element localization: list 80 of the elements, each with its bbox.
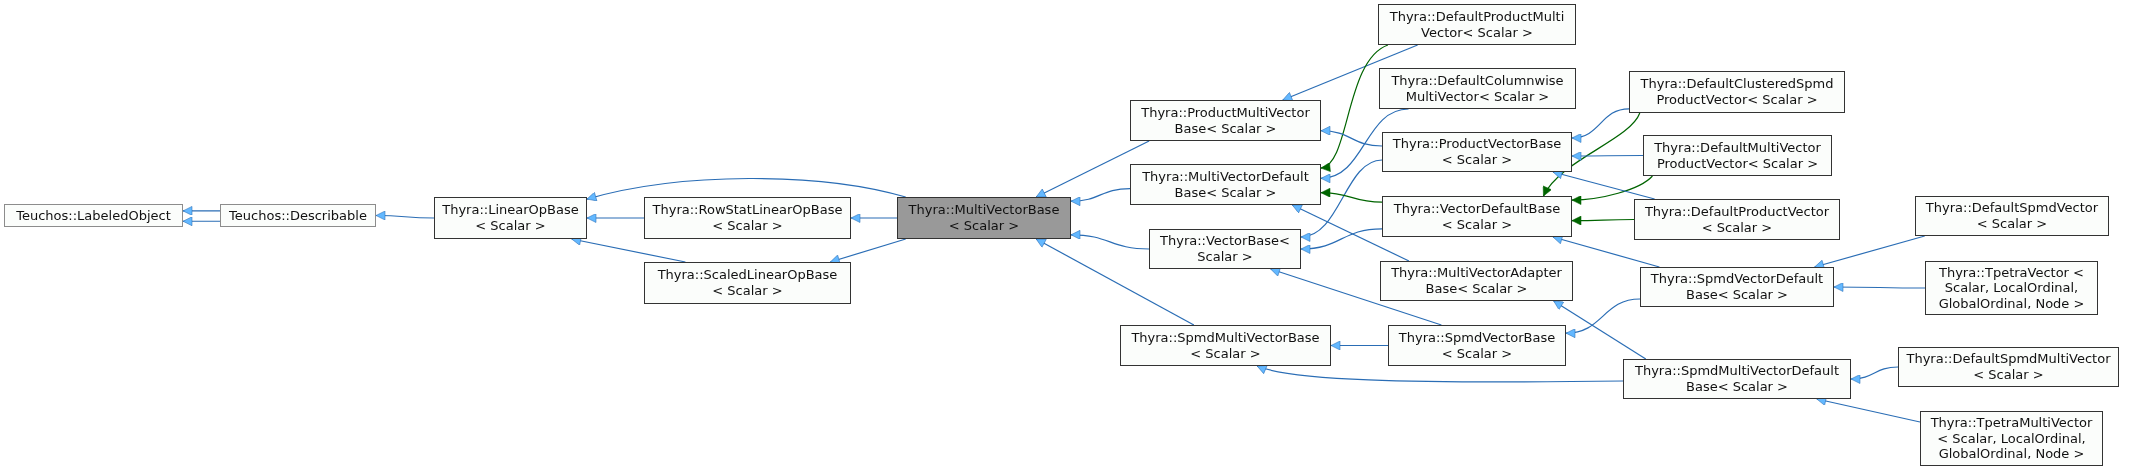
- class-name: Thyra::VectorDefaultBase < Scalar >: [1392, 200, 1562, 233]
- inheritance-arrow: [1571, 175, 1654, 205]
- class-box: [1149, 229, 1301, 269]
- class-box: [1629, 71, 1845, 113]
- class-name: Thyra::MultiVectorDefault Base< Scalar >: [1141, 168, 1310, 201]
- class-name: Thyra::DefaultSpmdMultiVector < Scalar >: [1905, 351, 2112, 383]
- class-name: Thyra::SpmdVectorDefault Base< Scalar >: [1649, 271, 1825, 303]
- class-box: [897, 197, 1071, 239]
- inheritance-arrow: [829, 238, 907, 264]
- inheritance-arrow: [1565, 298, 1641, 338]
- inheritance-arrow: [1320, 188, 1383, 203]
- class-box: [1623, 359, 1851, 399]
- inheritance-arrow: [182, 216, 221, 226]
- inheritance-arrow: [1571, 108, 1630, 142]
- class-box: [1898, 347, 2119, 387]
- class-box: [644, 197, 851, 239]
- class-name: Thyra::ScaledLinearOpBase < Scalar >: [656, 267, 839, 299]
- inheritance-arrow: [1571, 151, 1644, 161]
- class-name: Thyra::ProductVectorBase < Scalar >: [1391, 136, 1563, 168]
- inheritance-arrow: [1571, 215, 1635, 226]
- inheritance-arrow: [1330, 340, 1389, 351]
- class-name: Thyra::RowStatLinearOpBase < Scalar >: [651, 202, 844, 234]
- inheritance-arrow: [1300, 159, 1383, 241]
- class-box: [1634, 199, 1840, 240]
- class-name: Thyra::ProductMultiVector Base< Scalar >: [1140, 104, 1311, 137]
- inheritance-arrow: [1553, 300, 1647, 360]
- inheritance-arrow: [1320, 126, 1383, 147]
- class-name: Thyra::VectorBase< Scalar >: [1159, 233, 1291, 265]
- class-name: Thyra::SpmdMultiVectorDefault Base< Scalar >: [1633, 363, 1841, 395]
- inheritance-arrow: [1070, 230, 1150, 250]
- class-box: [434, 197, 587, 239]
- class-name: Thyra::TpetraMultiVector < Scalar, LocalOrdinal, GlobalOrdinal, Node >: [1929, 415, 2094, 462]
- class-box: [1382, 132, 1572, 172]
- inheritance-arrow: [1270, 267, 1442, 326]
- class-name: Teuchos::LabeledObject: [16, 207, 171, 224]
- inheritance-arrow: [1035, 238, 1195, 326]
- class-box: [1643, 135, 1832, 176]
- inheritance-arrow: [1850, 366, 1899, 384]
- inheritance-arrow: [1256, 364, 1624, 383]
- inheritance-arrow: [850, 213, 898, 223]
- class-box: [1380, 261, 1573, 301]
- class-name: Thyra::DefaultProductVector < Scalar >: [1643, 203, 1831, 236]
- inheritance-arrow: [1070, 188, 1131, 206]
- class-name: Thyra::DefaultProductMulti Vector< Scalar >: [1388, 8, 1566, 41]
- class-box: [4, 204, 183, 227]
- class-name: Thyra::DefaultClusteredSpmd ProductVector< Scalar >: [1639, 76, 1835, 108]
- class-name: Thyra::LinearOpBase < Scalar >: [441, 202, 580, 234]
- class-box: [1130, 164, 1321, 205]
- class-box: [1378, 4, 1576, 45]
- class-box: [1382, 196, 1572, 237]
- inheritance-arrow: [1291, 204, 1410, 262]
- class-name: Teuchos::Describable: [229, 207, 367, 224]
- inheritance-arrow: [1833, 282, 1926, 292]
- class-box: [1920, 411, 2103, 466]
- inheritance-arrow: [1282, 44, 1419, 102]
- class-name: Thyra::TpetraVector < Scalar, LocalOrdinal, GlobalOrdinal, Node >: [1937, 264, 2086, 312]
- class-name: Thyra::DefaultMultiVector ProductVector< Scalar >: [1653, 139, 1822, 172]
- class-name: Thyra::DefaultColumnwise MultiVector< Scalar >: [1390, 72, 1565, 105]
- class-name: Thyra::MultiVectorAdapter Base< Scalar >: [1390, 265, 1563, 297]
- class-name: Thyra::MultiVectorBase < Scalar >: [907, 202, 1061, 234]
- class-name: Thyra::DefaultSpmdVector < Scalar >: [1924, 200, 2100, 232]
- class-box: [644, 262, 851, 304]
- class-box: [1915, 196, 2109, 236]
- class-box: [1640, 267, 1834, 307]
- inheritance-arrow: [1320, 44, 1389, 169]
- class-box: [1388, 325, 1566, 366]
- inheritance-arrow: [1035, 140, 1150, 198]
- inheritance-arrow: [1542, 112, 1641, 197]
- class-box: [1925, 261, 2098, 315]
- class-box: [1120, 325, 1331, 366]
- inheritance-arrow: [182, 206, 221, 216]
- inheritance-arrow: [375, 210, 435, 221]
- class-name: Thyra::SpmdVectorBase < Scalar >: [1397, 329, 1557, 362]
- inheritance-arrow: [586, 213, 645, 223]
- class-box: [220, 204, 376, 227]
- inheritance-arrow: [586, 177, 907, 202]
- class-box: [1130, 100, 1321, 141]
- class-box: [1379, 68, 1576, 109]
- class-name: Thyra::SpmdMultiVectorBase < Scalar >: [1130, 329, 1321, 362]
- inheritance-arrow: [1300, 228, 1383, 254]
